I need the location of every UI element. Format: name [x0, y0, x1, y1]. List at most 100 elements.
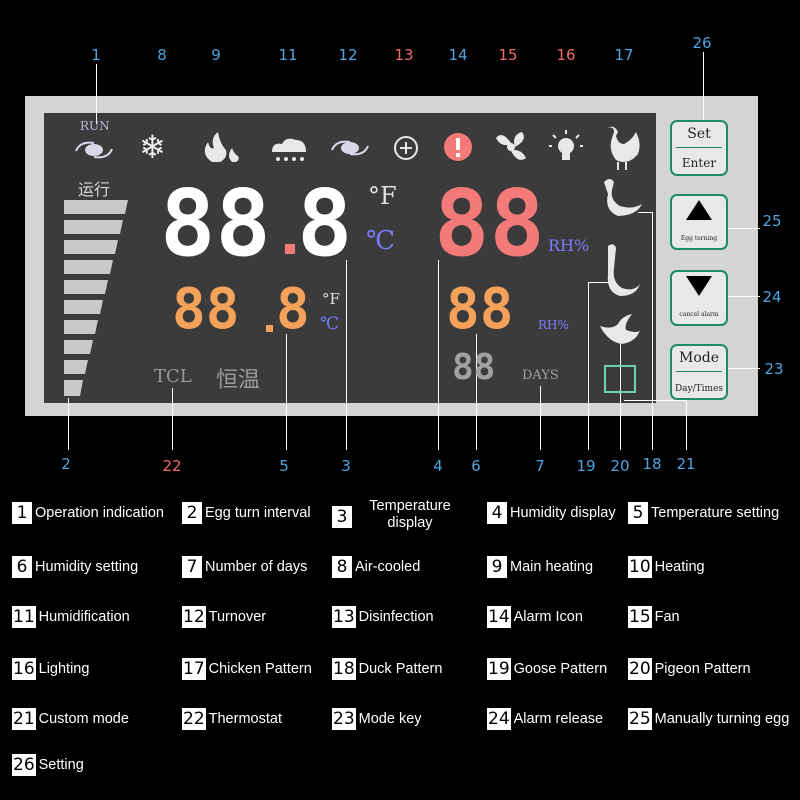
legend-text: Operation indication	[35, 505, 164, 521]
legend-text: Humidification	[38, 609, 130, 625]
callout-7: 7	[535, 457, 545, 475]
set-humidity-unit: RH%	[538, 318, 569, 332]
legend-number: 16	[12, 658, 36, 680]
callout-1: 1	[91, 46, 101, 64]
up-egg-turning-button[interactable]: Egg terning	[670, 194, 728, 250]
legend-number: 8	[332, 556, 352, 578]
fan-icon	[496, 132, 526, 160]
down-arrow-icon	[686, 276, 712, 296]
legend-text: Fan	[654, 609, 680, 625]
lcd-screen	[44, 113, 656, 403]
legend-number: 5	[628, 502, 648, 524]
set-temp-decimal-point	[266, 325, 273, 332]
legend-text: Number of days	[205, 559, 308, 575]
set-temp-unit-c: ℃	[320, 314, 340, 334]
chicken-icon	[608, 126, 640, 170]
legend-text: Alarm Icon	[513, 609, 583, 625]
callout-4: 4	[433, 457, 443, 475]
temp-unit-f: °F	[368, 182, 397, 210]
callout-2: 2	[61, 455, 71, 473]
legend-number: 22	[182, 708, 206, 730]
callout-13: 13	[394, 46, 414, 64]
mode-button[interactable]: Mode Day/Times	[670, 344, 728, 400]
legend-text: Lighting	[38, 661, 90, 677]
legend-text: Temperature display	[369, 498, 451, 531]
legend-text: Chicken Pattern	[208, 661, 312, 677]
cancel-alarm-label: cancel alarm	[679, 311, 719, 318]
legend-text: Mode key	[358, 711, 422, 727]
turn-interval-label: 运行	[78, 180, 111, 199]
legend-text: Alarm release	[513, 711, 604, 727]
callout-19: 19	[576, 457, 596, 475]
callout-23: 23	[764, 360, 784, 378]
legend-number: 12	[182, 606, 206, 628]
legend-text: Setting	[38, 757, 84, 773]
legend-number: 24	[487, 708, 511, 730]
main-temp-decimal-point	[285, 244, 295, 254]
callout-24: 24	[762, 288, 782, 306]
callout-17: 17	[614, 46, 634, 64]
set-enter-button[interactable]: Set Enter	[670, 120, 728, 176]
legend-text: Temperature setting	[651, 505, 780, 521]
callout-5: 5	[279, 457, 289, 475]
legend-text: Pigeon Pattern	[654, 661, 751, 677]
legend-number: 7	[182, 556, 202, 578]
up-arrow-icon	[686, 200, 712, 220]
thermostat-label: 恒温	[216, 368, 261, 393]
tcl-label: TCL	[154, 366, 192, 387]
set-temp-unit-f: °F	[322, 290, 340, 308]
legend-text: Main heating	[510, 559, 594, 575]
rotate-icon	[75, 141, 113, 159]
legend-text: Disinfection	[358, 609, 434, 625]
legend-number: 21	[12, 708, 36, 730]
callout-21: 21	[676, 455, 696, 473]
set-label: Set	[687, 126, 711, 142]
callout-6: 6	[471, 457, 481, 475]
legend-text: Manually turning egg	[654, 711, 790, 727]
down-cancel-alarm-button[interactable]: cancel alarm	[670, 270, 728, 326]
humidity-unit: RH%	[548, 236, 590, 255]
set-humidity-digits: 88	[446, 277, 514, 342]
legend-number: 1	[12, 502, 32, 524]
callout-18: 18	[642, 455, 662, 473]
egg-turning-label: Egg terning	[680, 235, 718, 242]
legend-number: 11	[12, 606, 36, 628]
main-humidity-digits: 88	[434, 170, 545, 277]
days-label: DAYS	[522, 368, 559, 383]
set-temperature-decimal: 8	[276, 277, 310, 342]
humidify-cloud-icon	[272, 138, 306, 161]
duck-icon	[604, 179, 642, 216]
main-temperature-digits: 88	[160, 170, 271, 277]
legend-text: Egg turn interval	[205, 505, 311, 521]
legend-number: 20	[628, 658, 652, 680]
day-times-label: Day/Times	[674, 384, 724, 394]
turnover-icon	[331, 140, 369, 156]
callout-20: 20	[610, 457, 630, 475]
legend-number: 25	[628, 708, 652, 730]
pigeon-icon	[600, 314, 640, 344]
legend-number: 18	[332, 658, 356, 680]
legend-text: Humidity display	[510, 505, 616, 521]
callout-11: 11	[278, 46, 298, 64]
enter-label: Enter	[681, 156, 717, 170]
legend-text: Air-cooled	[355, 559, 421, 575]
callout-22: 22	[162, 457, 182, 475]
days-digits: 88	[452, 347, 496, 388]
legend-number: 15	[628, 606, 652, 628]
